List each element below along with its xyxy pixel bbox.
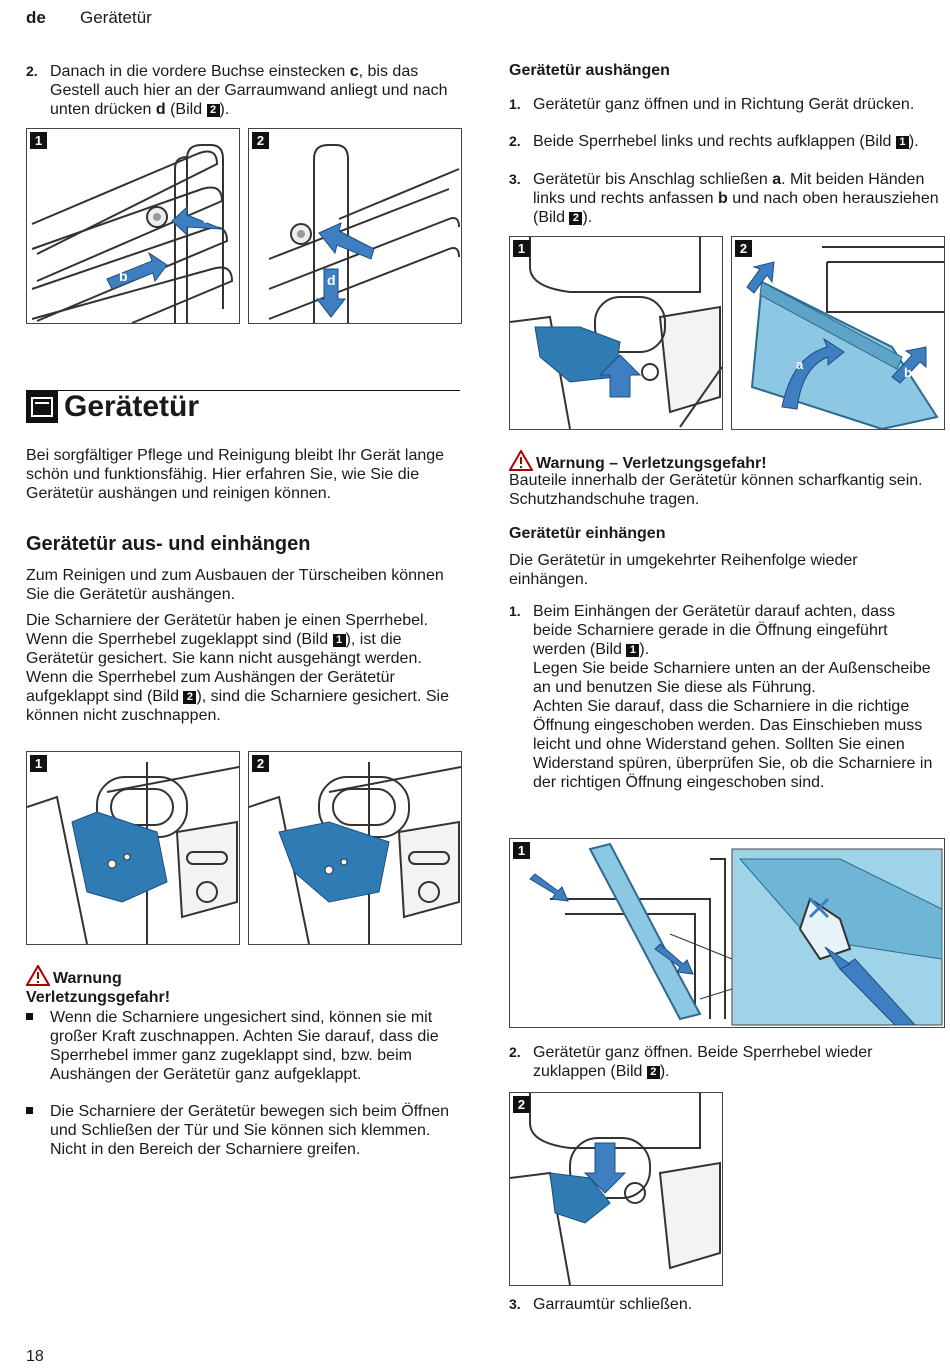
rack-label-d: d — [327, 272, 336, 288]
install-door-title: Gerätetür einhängen — [509, 525, 666, 542]
figure-number-badge: 2 — [252, 755, 269, 772]
figure-hinge-closed: 1 — [26, 751, 240, 945]
install-step-2: 2. Gerätetür ganz öffnen. Beide Sperrheb… — [509, 1044, 873, 1080]
remove-door-title: Gerätetür aushängen — [509, 62, 670, 79]
paragraph-hinges: Die Scharniere der Gerätetür haben je ei… — [26, 612, 450, 724]
warning-heading-right: Warnung – Verletzungsgefahr! — [509, 450, 767, 473]
remove-step-1: 1. Gerätetür ganz öffnen und in Richtung… — [509, 96, 915, 113]
figure-number-badge: 1 — [513, 842, 530, 859]
door-label-b-right: b — [904, 365, 912, 380]
header-title: Gerätetür — [80, 8, 152, 27]
figure-door-install: 1 — [509, 838, 945, 1028]
door-label-a: a — [796, 357, 804, 372]
rack-label-a: a — [203, 210, 211, 226]
figure-number-badge: 1 — [30, 132, 47, 149]
door-removal-illustration: b b a — [742, 246, 944, 429]
bullet-marker — [26, 1013, 33, 1020]
hinge-open-illustration — [249, 762, 461, 944]
warning-text-right: Bauteile innerhalb der Gerätetür können … — [509, 472, 923, 508]
paragraph-cleaning: Zum Reinigen und zum Ausbauen der Türsch… — [26, 567, 444, 603]
install-step-1: 1. Beim Einhängen der Gerätetür darauf a… — [509, 603, 933, 791]
intro-text: Bei sorgfältiger Pflege und Reinigung bl… — [26, 447, 445, 502]
hinge-closed-illustration — [27, 762, 239, 944]
rack-label-c: c — [357, 226, 365, 242]
warning-heading: Warnung — [26, 965, 122, 988]
remove-step-3: 3. Gerätetür bis Anschlag schließen a. M… — [509, 171, 939, 226]
figure-number-badge: 2 — [513, 1096, 530, 1113]
figure-number-badge: 2 — [735, 240, 752, 257]
section-divider — [26, 390, 460, 391]
figure-rack-1: a b 1 — [26, 128, 240, 324]
warning-triangle-icon — [26, 965, 50, 986]
door-hinge-illustration — [510, 237, 722, 429]
section-title: Gerätetür — [64, 390, 200, 423]
language-code: de — [26, 8, 46, 27]
figure-hinge-open: 2 — [248, 751, 462, 945]
subsection-title: Gerätetür aus- und einhängen — [26, 533, 311, 555]
rack-illustration-2: c d — [268, 144, 460, 323]
figure-door-hinge-open: 1 — [509, 236, 723, 430]
warning-triangle-icon — [509, 450, 533, 471]
figure-door-removal: b b a 2 — [731, 236, 945, 430]
remove-step-2: 2. Beide Sperrhebel links und rechts auf… — [509, 133, 919, 150]
figure-number-badge: 1 — [513, 240, 530, 257]
door-icon — [26, 391, 58, 423]
figure-lever-close: 2 — [509, 1092, 723, 1286]
install-intro: Die Gerätetür in umgekehrter Reihenfolge… — [509, 552, 858, 588]
figure-rack-2: c d 2 — [248, 128, 462, 324]
figure-number-badge: 1 — [30, 755, 47, 772]
figure-number-badge: 2 — [252, 132, 269, 149]
door-label-b-top: b — [742, 265, 750, 280]
rack-label-b: b — [119, 268, 128, 284]
warning-subtitle: Verletzungsgefahr! — [26, 989, 171, 1006]
page-number: 18 — [26, 1348, 44, 1365]
step-2-rack: 2. Danach in die vordere Buchse einsteck… — [26, 63, 448, 118]
lever-close-illustration — [510, 1093, 721, 1285]
rack-illustration-1: a b — [31, 144, 234, 323]
door-install-illustration — [529, 842, 943, 1026]
bullet-marker — [26, 1107, 33, 1114]
install-step-3: 3. Garraumtür schließen. — [509, 1296, 693, 1313]
